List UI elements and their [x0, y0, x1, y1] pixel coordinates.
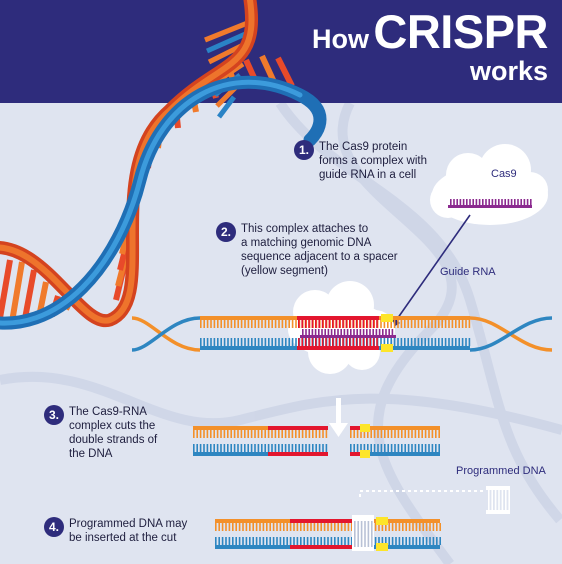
guide-rna-label: Guide RNA [440, 266, 496, 278]
guide-rna-strand [448, 199, 532, 208]
dna-with-insert [215, 515, 441, 551]
step-4: 4. Programmed DNA may be inserted at the… [44, 517, 187, 545]
step-3-number: 3. [44, 405, 64, 425]
step-2-text: This complex attaches to a matching geno… [241, 223, 398, 277]
step-1-number: 1. [294, 140, 314, 160]
programmed-dna-icon [486, 486, 510, 514]
title-word-crispr: CRISPR [373, 5, 548, 58]
cas9-label: Cas9 [491, 168, 517, 180]
step-1: 1. The Cas9 protein forms a complex with… [294, 140, 427, 182]
step-4-text: Programmed DNA may be inserted at the cu… [69, 518, 188, 544]
step-3-text: The Cas9-RNA complex cuts the double str… [69, 406, 158, 460]
step-1-text: The Cas9 protein forms a complex with gu… [319, 141, 428, 181]
step-2: 2. This complex attaches to a matching g… [216, 222, 398, 278]
insert-dotted-line [359, 490, 486, 497]
title-word-how: How [311, 24, 369, 54]
dna-cut-strands [193, 424, 440, 458]
step-4-number: 4. [44, 517, 64, 537]
scissors-cut-arrow-icon [329, 398, 348, 437]
step-2-number: 2. [216, 222, 236, 242]
step-3: 3. The Cas9-RNA complex cuts the double … [44, 405, 157, 461]
dna-double-strand [131, 314, 553, 352]
guide-rna-arrow [394, 214, 471, 323]
programmed-dna-label: Programmed DNA [456, 465, 546, 477]
title-word-works: works [469, 56, 548, 86]
page-title: How CRISPR works [311, 5, 549, 86]
